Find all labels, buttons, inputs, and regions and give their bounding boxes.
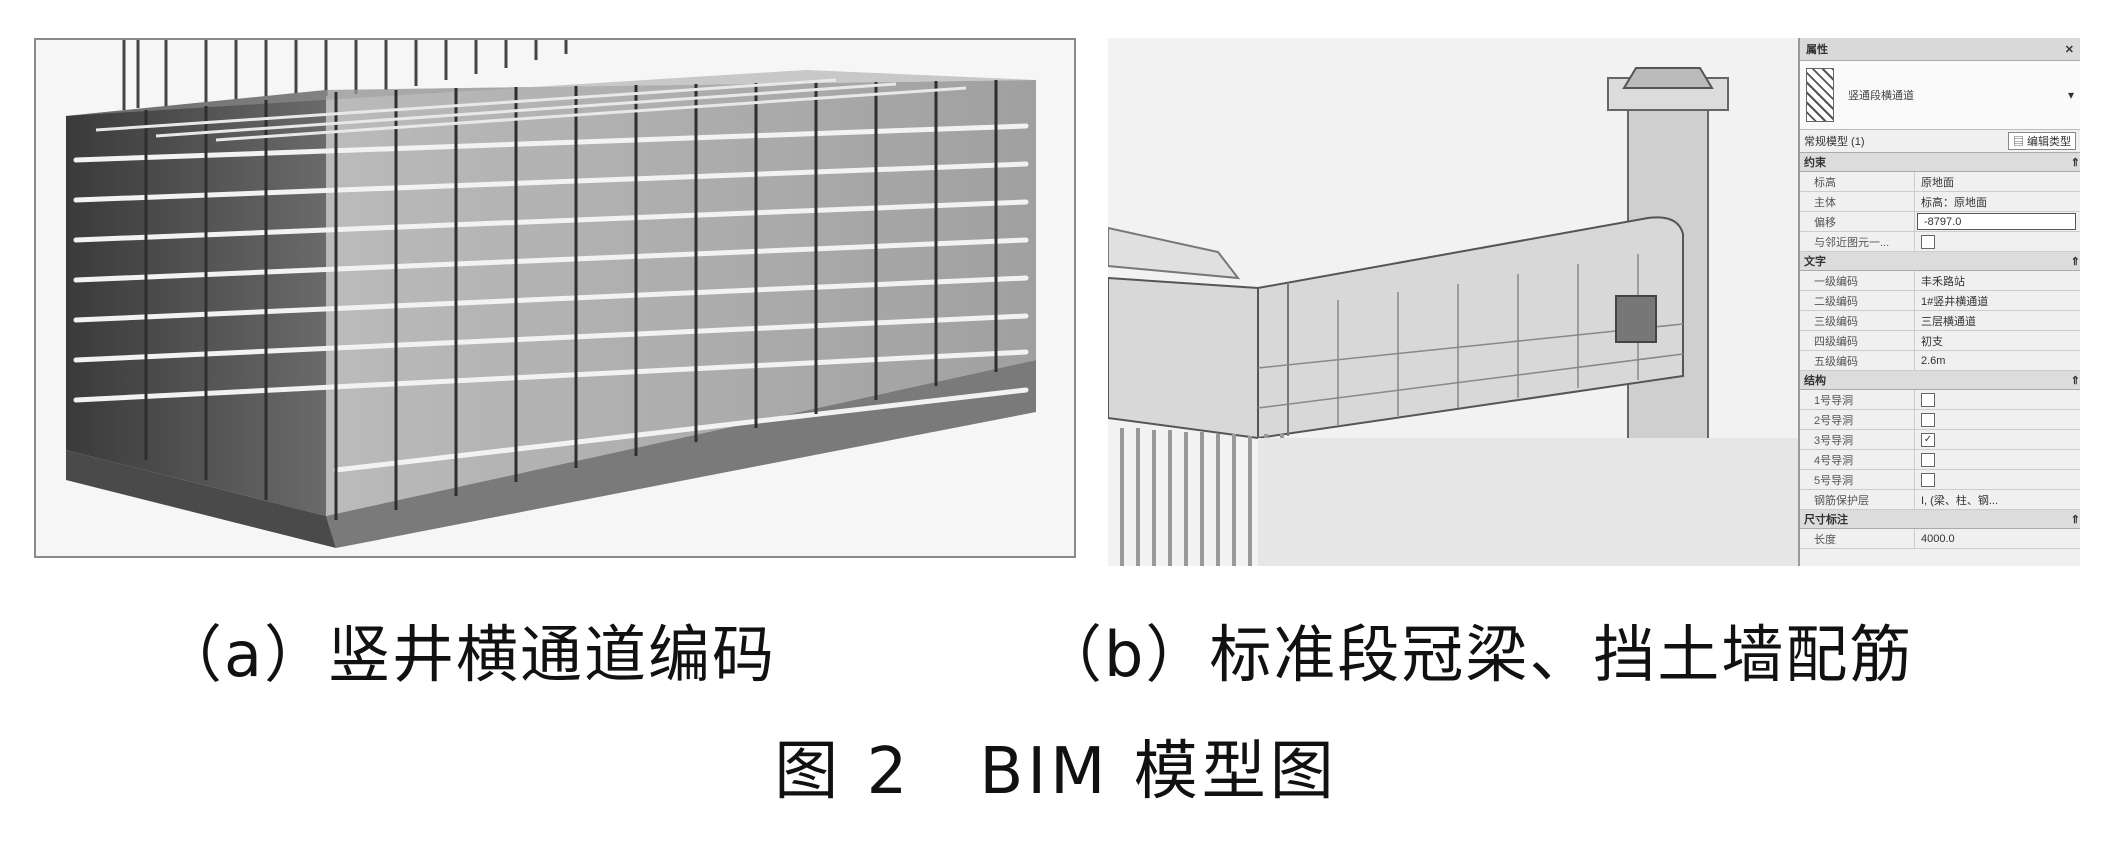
collapse-icon[interactable]: ⇑ — [2070, 374, 2080, 387]
collapse-icon[interactable]: ⇑ — [2070, 513, 2080, 526]
property-row: 四级编码初支 — [1800, 331, 2080, 351]
group-structure[interactable]: 结构⇑ — [1800, 371, 2080, 390]
caption-b: （b）标准段冠梁、挡土墙配筋 — [1040, 618, 1914, 691]
figure-a-rebar-cage — [34, 38, 1076, 558]
properties-panel: 属性 ✕ 竖通段横通道 ▾ 常规模型 (1) ▤ 编辑类型 约束⇑ 标高原地面 … — [1798, 38, 2080, 566]
property-row: 3号导洞✓ — [1800, 430, 2080, 450]
checkbox[interactable] — [1921, 412, 1935, 427]
property-row: 一级编码丰禾路站 — [1800, 271, 2080, 291]
property-row: 与邻近图元一... — [1800, 232, 2080, 252]
edit-icon: ▤ — [2012, 136, 2024, 148]
property-row: 三级编码三层横通道 — [1800, 311, 2080, 331]
checkbox[interactable] — [1921, 392, 1935, 407]
instance-selector-label: 常规模型 (1) — [1804, 136, 1865, 148]
properties-panel-header: 属性 ✕ — [1800, 38, 2080, 61]
group-constraints[interactable]: 约束⇑ — [1800, 153, 2080, 172]
offset-input[interactable]: -8797.0 — [1917, 213, 2076, 230]
group-dimensions[interactable]: 尺寸标注⇑ — [1800, 510, 2080, 529]
collapse-icon[interactable]: ⇑ — [2070, 255, 2080, 268]
checkbox[interactable] — [1921, 472, 1935, 487]
property-row: 偏移-8797.0 — [1800, 212, 2080, 232]
rebar-cage-illustration — [66, 40, 1036, 548]
checkbox[interactable] — [1921, 234, 1935, 249]
instance-selector[interactable]: 常规模型 (1) ▤ 编辑类型 — [1800, 130, 2080, 153]
collapse-icon[interactable]: ⇑ — [2070, 156, 2080, 169]
crown-beam-retaining-wall-illustration — [1107, 38, 1798, 566]
figure-b-bim-model: 属性 ✕ 竖通段横通道 ▾ 常规模型 (1) ▤ 编辑类型 约束⇑ 标高原地面 … — [1107, 38, 2080, 566]
property-row: 2号导洞 — [1800, 410, 2080, 430]
caption-a: （a）竖井横通道编码 — [160, 618, 776, 691]
chevron-down-icon[interactable]: ▾ — [2067, 88, 2074, 102]
type-name: 竖通段横通道 — [1848, 90, 1914, 102]
group-text[interactable]: 文字⇑ — [1800, 252, 2080, 271]
property-row: 5号导洞 — [1800, 470, 2080, 490]
checkbox[interactable] — [1921, 452, 1935, 467]
property-row: 4号导洞 — [1800, 450, 2080, 470]
edit-type-button[interactable]: ▤ 编辑类型 — [2007, 132, 2076, 150]
close-icon[interactable]: ✕ — [2064, 43, 2074, 56]
property-row: 主体标高：原地面 — [1800, 192, 2080, 212]
figure-title: 图 2 BIM 模型图 — [774, 735, 1338, 809]
type-selector[interactable]: 竖通段横通道 ▾ — [1800, 61, 2080, 130]
properties-panel-title: 属性 — [1806, 44, 1828, 56]
checkbox-checked[interactable]: ✓ — [1921, 432, 1935, 447]
property-row: 1号导洞 — [1800, 390, 2080, 410]
family-thumbnail-icon — [1806, 68, 1834, 122]
property-row: 标高原地面 — [1800, 172, 2080, 192]
